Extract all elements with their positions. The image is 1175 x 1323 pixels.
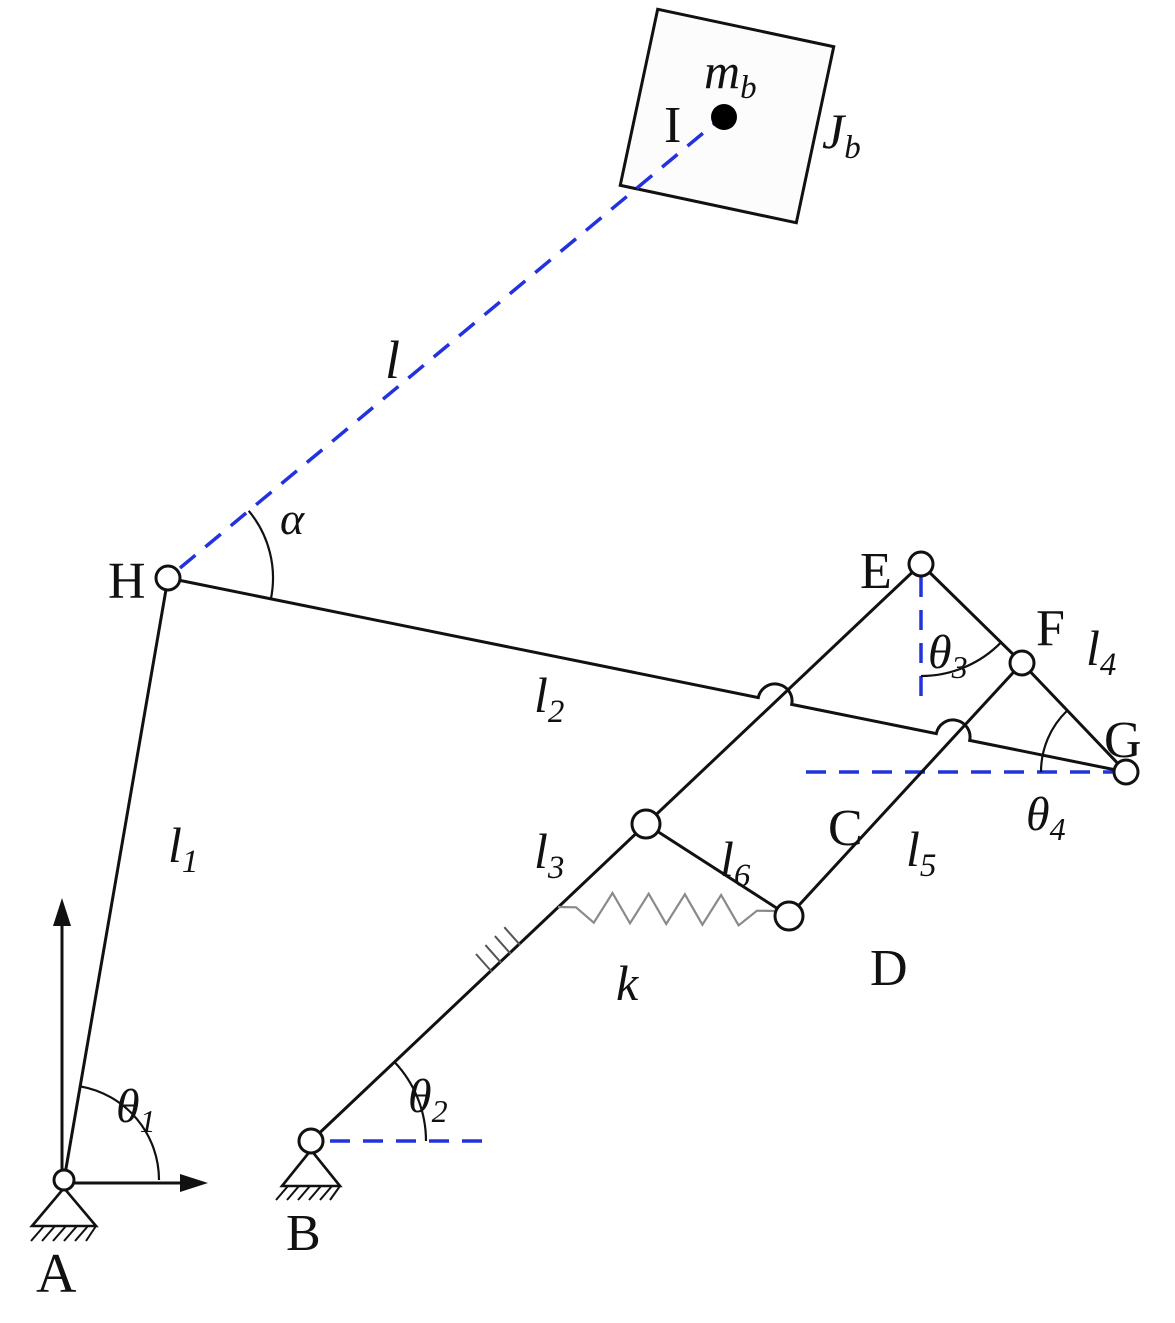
label-mb-subscript: b [740,70,757,106]
joint-F [1008,649,1036,677]
angle-arc-theta4 [1039,709,1069,773]
label-Jb-subscript: b [844,130,861,166]
label-l2-subscript: 2 [548,694,565,730]
angle-arc-alpha [247,510,275,600]
label-point-C: C [828,800,863,857]
ground-support-A-triangle [29,1185,99,1228]
axis-x-arrowhead [180,1174,208,1192]
joint-G [1112,758,1140,786]
spring-k [557,890,776,927]
label-theta1-subscript: 1 [140,1103,156,1139]
ground-support-B-triangle [279,1147,343,1188]
label-alpha: α [280,493,305,544]
label-point-A: A [36,1243,77,1305]
joint-E [907,550,935,578]
angle-arc-theta1 [80,1085,161,1181]
label-l6-subscript: 6 [734,858,751,894]
label-l5-subscript: 5 [920,848,937,884]
axis-y-arrowhead [53,898,71,926]
label-point-D: D [870,940,908,997]
link-FG [1020,661,1128,774]
link-l5 [787,661,1024,918]
label-point-I: I [664,97,681,154]
joint-A [52,1168,76,1192]
angle-arc-theta3 [920,641,1003,678]
label-l: l [385,330,400,390]
link-l3 [309,562,923,1143]
link-EF [919,562,1024,665]
body-com-dot [711,104,737,130]
label-point-G: G [1104,712,1142,769]
label-l4-subscript: 4 [1100,647,1117,683]
label-theta2-subscript: 2 [432,1093,448,1129]
ground-support-A-hatch [30,1225,97,1242]
joint-C [630,808,662,840]
ground-support-B-hatch [275,1185,341,1201]
clamp-hatch-l3 [475,926,522,973]
label-k: k [616,955,639,1011]
joint-H [154,564,182,592]
link-l2 [167,576,1127,774]
label-l1-subscript: 1 [182,844,199,880]
label-l3-subscript: 3 [547,850,565,886]
joint-D [773,900,805,932]
label-point-H: H [108,553,146,610]
label-point-B: B [286,1205,321,1262]
label-theta3-subscript: 3 [951,649,968,685]
label-theta4-subscript: 4 [1050,811,1066,847]
angle-arc-theta2 [393,1061,428,1142]
dashed-H-to-body [178,122,716,570]
label-point-E: E [860,543,892,600]
joint-B [297,1127,325,1155]
link-l1 [62,577,170,1181]
link-l6 [645,822,790,918]
label-point-F: F [1036,600,1065,657]
